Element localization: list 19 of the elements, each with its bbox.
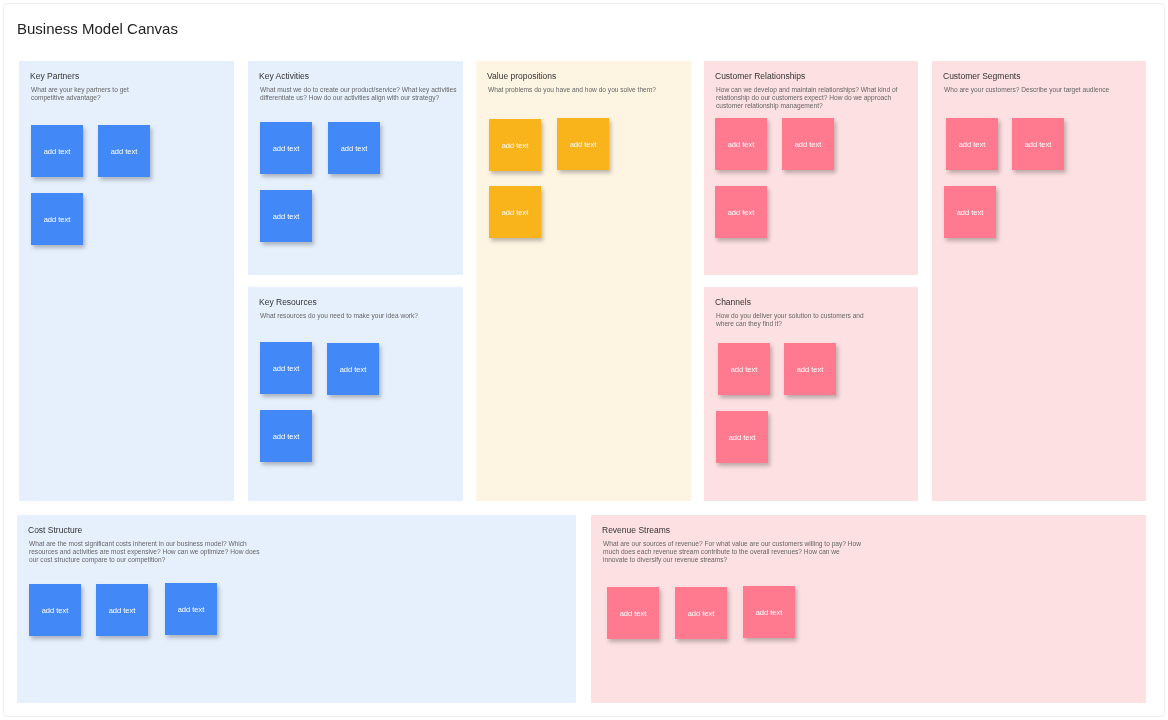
canvas-section [476, 61, 691, 501]
canvas-section [932, 61, 1146, 501]
section-heading: Key Resources [259, 297, 317, 307]
section-heading: Cost Structure [28, 525, 83, 535]
section-heading: Value propositions [487, 71, 557, 81]
canvas-section [591, 515, 1146, 703]
canvas-section [248, 287, 463, 501]
section-heading: Channels [715, 297, 751, 307]
canvas-section [17, 515, 576, 703]
canvas-section [248, 61, 463, 275]
section-heading: Key Partners [30, 71, 80, 81]
section-heading: Revenue Streams [602, 525, 671, 535]
canvas-section [704, 287, 918, 501]
canvas-section [704, 61, 918, 275]
canvas-section [19, 61, 234, 501]
section-heading: Customer Relationships [715, 71, 806, 81]
section-heading: Key Activities [259, 71, 310, 81]
page-title: Business Model Canvas [17, 20, 178, 37]
section-heading: Customer Segments [943, 71, 1021, 81]
